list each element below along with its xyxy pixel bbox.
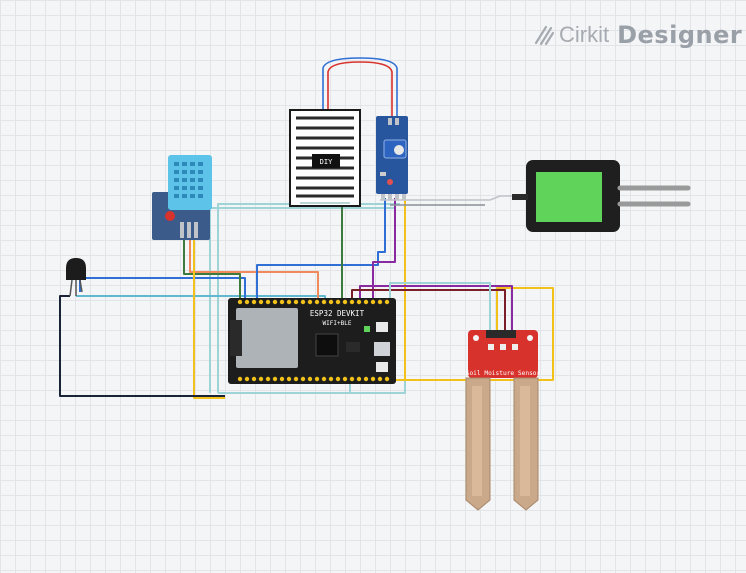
cirkit-designer-watermark: Cirkit Designer [533, 18, 742, 52]
rain-sensor-icon [312, 154, 340, 168]
temperature-probe[interactable] [66, 258, 86, 297]
wire-blue-2[interactable] [256, 198, 386, 300]
wire-teal-soil[interactable] [389, 282, 491, 330]
brand-name: Cirkit [559, 22, 610, 47]
esp32-subtitle: WIFI+BLE [323, 320, 352, 327]
wire-blue-1[interactable] [79, 277, 246, 300]
temperature-probe-icon [66, 258, 86, 280]
cirkit-logo-icon [534, 25, 555, 46]
wire-rain-blue[interactable] [322, 57, 398, 118]
moisture-meter-display [536, 172, 602, 222]
wire-purple-rain[interactable] [372, 198, 396, 300]
wire-rain-red[interactable] [327, 61, 393, 118]
brand-product: Designer [617, 21, 743, 49]
wire-green-dht[interactable] [183, 238, 241, 300]
rain-sensor-logo: DIY [320, 158, 333, 166]
esp32-module-shield [236, 308, 298, 368]
wire-purple-soil[interactable] [359, 285, 513, 330]
soil-sensor-label: Soil Moisture Sensor [466, 370, 541, 377]
dht11-sensor[interactable] [152, 155, 212, 240]
soil-moisture-sensor[interactable]: Soil Moisture Sensor [465, 330, 541, 511]
wire-orange[interactable] [189, 238, 319, 300]
esp32-devkit[interactable]: ESP32 DEVKIT WIFI+BLE [228, 298, 396, 384]
wire-maroon-soil[interactable] [351, 289, 506, 330]
esp32-title: ESP32 DEVKIT [310, 309, 365, 318]
moisture-meter[interactable] [512, 160, 691, 232]
wire-yellow-dht[interactable] [193, 238, 225, 399]
wire-black-gnd[interactable] [59, 295, 225, 397]
rain-sensor-plate[interactable]: DIY [289, 109, 361, 207]
rain-sensor-module[interactable] [376, 116, 408, 200]
